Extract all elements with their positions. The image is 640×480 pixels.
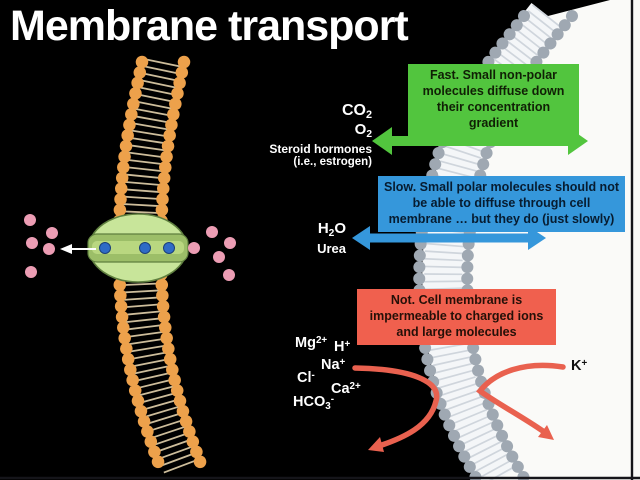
fast-callout-text: Small non-polar molecules diffuse down t… <box>422 68 565 130</box>
slow-callout: Slow. Small polar molecules should not b… <box>378 176 625 232</box>
not-callout: Not. Cell membrane is impermeable to cha… <box>357 289 556 345</box>
fast-diffusion-arrow <box>372 127 588 155</box>
co2-label: CO2 <box>341 102 372 122</box>
o2-label: O2 <box>354 121 372 140</box>
fast-callout: Fast. Small non-polar molecules diffuse … <box>408 64 579 136</box>
slow-callout-text: Small polar molecules should not be able… <box>388 180 619 226</box>
slow-callout-lead: Slow. <box>383 180 417 194</box>
blocked-arrow-right-head <box>538 425 554 440</box>
slow-diffusion-arrow <box>352 226 546 250</box>
not-callout-text: Cell membrane is impermeable to charged … <box>369 293 544 339</box>
fast-callout-lead: Fast. <box>429 68 460 82</box>
mg-ion-label: Mg2+ <box>295 335 328 352</box>
pink-solute-dots <box>24 214 236 281</box>
page-title: Membrane transport <box>10 2 409 50</box>
h2o-label: H2O <box>317 220 346 239</box>
nonpolar-molecules-labels: CO2 O2 Steroid hormones (i.e., estrogen) <box>250 102 372 168</box>
blocked-arrow-right <box>476 362 566 437</box>
blocked-arrow-left <box>352 365 440 450</box>
h-ion-label: H+ <box>334 339 351 356</box>
channel-protein <box>87 213 189 283</box>
not-callout-lead: Not. <box>390 293 416 307</box>
k-ion-label: K+ <box>571 358 588 375</box>
hco3-ion-label: HCO3- <box>293 394 334 412</box>
polar-molecules-labels: H2O Urea <box>246 220 346 256</box>
blocked-ion-arrows <box>352 362 566 452</box>
transported-solute-dots <box>99 242 175 254</box>
blocked-arrow-left-head <box>368 437 384 452</box>
transport-direction-arrow <box>60 244 96 254</box>
steroid-hormones-label: Steroid hormones <box>269 141 372 156</box>
ca-ion-label: Ca2+ <box>331 381 361 398</box>
urea-label: Urea <box>317 240 346 256</box>
channel-protein-channel <box>92 241 184 254</box>
na-ion-label: Na+ <box>321 357 346 374</box>
estrogen-label: (i.e., estrogen) <box>293 155 372 168</box>
cl-ion-label: Cl- <box>297 370 315 387</box>
